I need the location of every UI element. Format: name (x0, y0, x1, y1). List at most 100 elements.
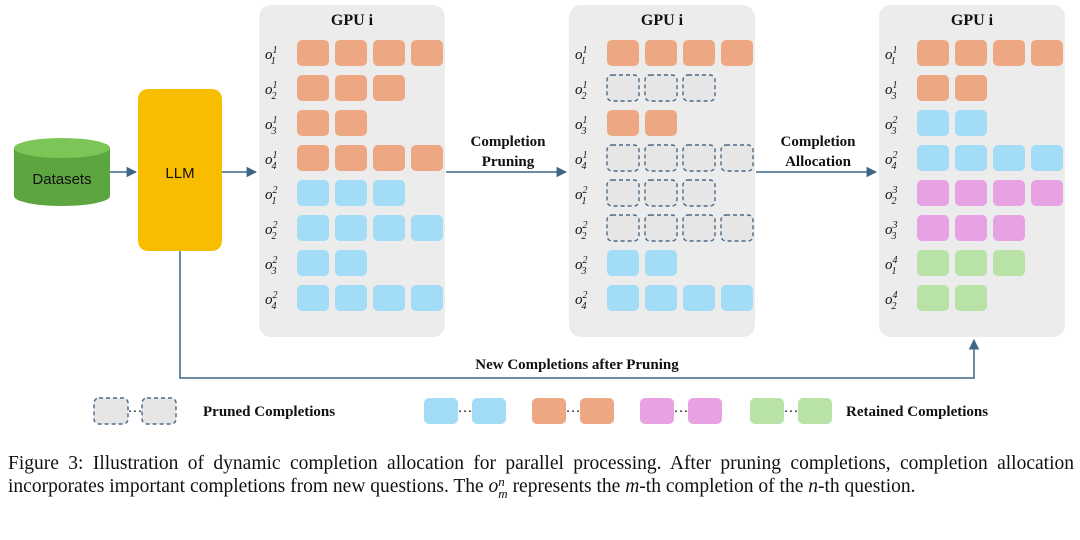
completion-block (917, 215, 949, 241)
new-completions-label: New Completions after Pruning (475, 357, 679, 373)
legend-pruned-swatch (93, 397, 129, 425)
panel-title: GPU i (641, 12, 684, 29)
llm-box: LLM (138, 89, 222, 251)
completion-block (411, 285, 443, 311)
caption-part3: -th completion of the (639, 476, 809, 497)
completion-block (335, 250, 367, 276)
legend-retained-swatch (580, 398, 614, 424)
completion-block (335, 285, 367, 311)
caption-part1: Figure 3: Illustration of dynamic comple… (8, 453, 1074, 497)
legend-retained-swatch (750, 398, 784, 424)
legend-retained-swatch (640, 398, 674, 424)
completion-block (917, 145, 949, 171)
completion-block (335, 215, 367, 241)
completion-allocation-label-line1: Completion (781, 134, 857, 150)
completion-block (683, 285, 715, 311)
pruned-completion-block (682, 144, 716, 172)
completion-block (607, 110, 639, 136)
completion-block (297, 145, 329, 171)
completion-block (335, 180, 367, 206)
legend-pruned-swatch (141, 397, 177, 425)
completion-block (645, 110, 677, 136)
caption-symbol-base: o (488, 476, 499, 497)
completion-block (955, 285, 987, 311)
legend-retained-swatch (798, 398, 832, 424)
legend-ellipsis: ··· (674, 402, 689, 419)
legend-ellipsis: ··· (458, 402, 473, 419)
caption-n-var: n (808, 476, 818, 497)
completion-block (297, 110, 329, 136)
completion-block (721, 40, 753, 66)
pruned-completion-block (720, 144, 754, 172)
legend-pruned-label: Pruned Completions (203, 404, 335, 420)
completion-block (955, 250, 987, 276)
caption-symbol-sub: m (498, 485, 508, 501)
completion-block (335, 145, 367, 171)
completion-allocation-label-line2: Allocation (785, 154, 851, 170)
caption-part2: represents the (507, 476, 626, 497)
completion-block (297, 180, 329, 206)
completion-block (411, 145, 443, 171)
completion-block (297, 40, 329, 66)
completion-block (373, 215, 405, 241)
completion-block (955, 215, 987, 241)
completion-block (955, 180, 987, 206)
completion-block (411, 40, 443, 66)
completion-block (1031, 40, 1063, 66)
completion-block (297, 285, 329, 311)
panel-title: GPU i (331, 12, 374, 29)
completion-block (955, 40, 987, 66)
completion-block (993, 215, 1025, 241)
completion-block (917, 75, 949, 101)
llm-label: LLM (165, 165, 194, 182)
completion-block (645, 250, 677, 276)
legend: ··············· (93, 397, 832, 425)
completion-block (335, 40, 367, 66)
completion-pruning-label-line2: Pruning (482, 154, 535, 170)
completion-block (373, 180, 405, 206)
pruned-completion-block (720, 214, 754, 242)
completion-block (993, 40, 1025, 66)
pruned-completion-block (606, 74, 640, 102)
pruned-completion-block (606, 144, 640, 172)
pruned-completion-block (606, 214, 640, 242)
completion-block (917, 110, 949, 136)
pruned-completion-block (606, 179, 640, 207)
completion-block (373, 145, 405, 171)
completion-block (993, 145, 1025, 171)
caption-symbol-sup: n (498, 473, 505, 489)
legend-retained-swatch (688, 398, 722, 424)
new-completions-arrow (179, 251, 980, 379)
completion-pruning-label-line1: Completion (471, 134, 547, 150)
completion-block (335, 75, 367, 101)
pruned-completion-block (682, 214, 716, 242)
completion-block (683, 40, 715, 66)
completion-block (373, 285, 405, 311)
completion-block (297, 250, 329, 276)
completion-block (1031, 145, 1063, 171)
completion-block (955, 75, 987, 101)
